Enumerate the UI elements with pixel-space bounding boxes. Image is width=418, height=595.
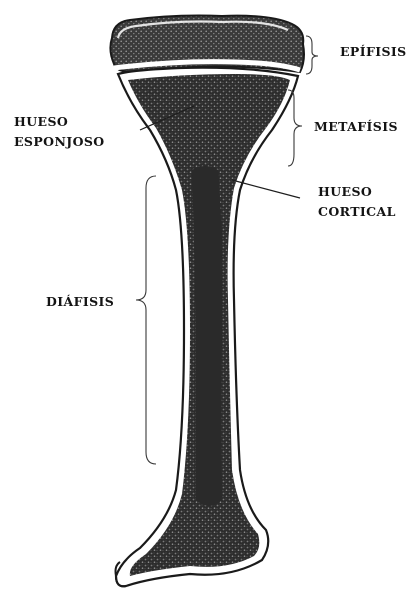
epifisis-brace (306, 36, 318, 74)
diafisis-brace (136, 176, 156, 464)
bone-shaft (116, 68, 299, 587)
label-metafisis: METAFÍSIS (314, 119, 398, 134)
label-epifisis: EPÍFISIS (340, 44, 407, 59)
medullary-cavity (192, 166, 223, 506)
label-diafisis: DIÁFISIS (46, 294, 114, 309)
metafisis-brace (288, 90, 302, 166)
label-hueso-esponjoso: HUESO ESPONJOSO (14, 114, 105, 149)
leader-hueso-cortical (232, 180, 300, 198)
label-hueso-cortical: HUESO CORTICAL (318, 184, 396, 219)
